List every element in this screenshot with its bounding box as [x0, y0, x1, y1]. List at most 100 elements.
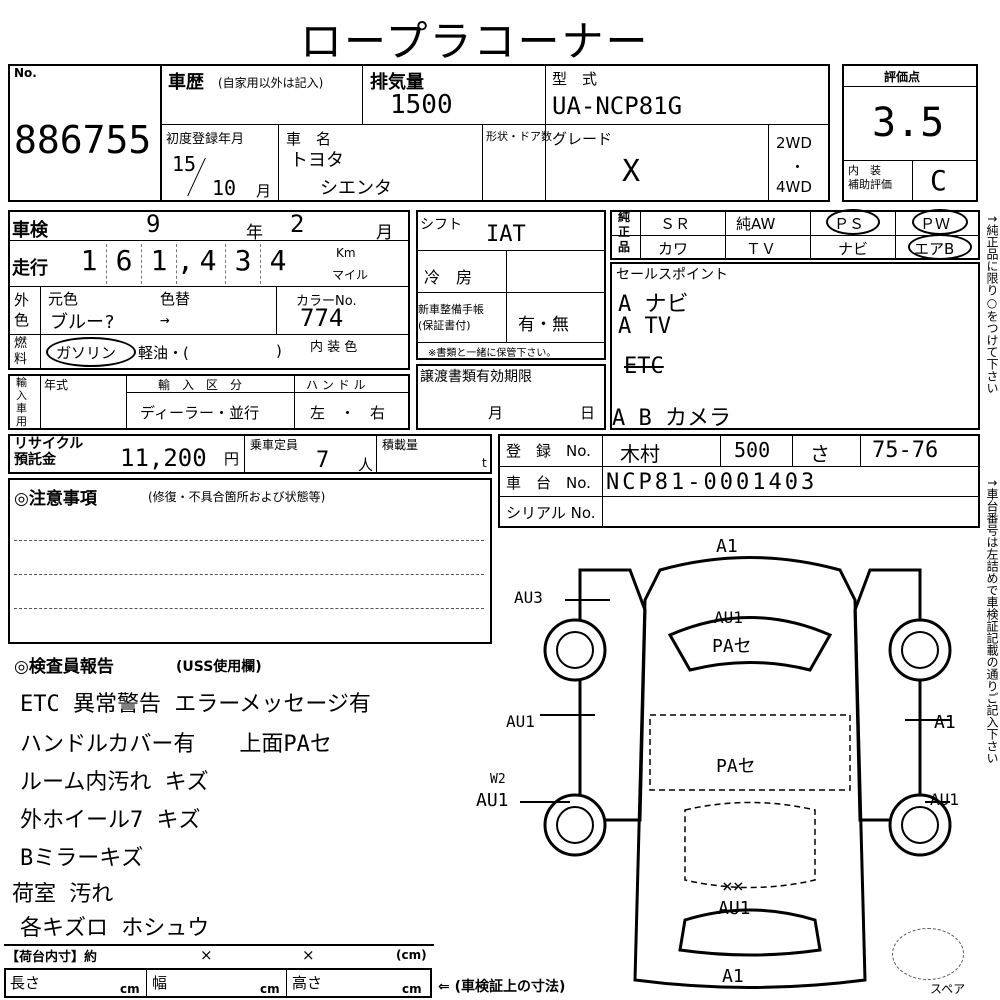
transfer-month: 月 — [488, 404, 504, 422]
import-handle-value: 左 ・ 右 — [310, 404, 386, 422]
diag-av1-left2: AU1 — [476, 790, 509, 811]
interior-color-label: 内 装 色 — [310, 340, 358, 355]
grade-value: X — [622, 154, 641, 189]
seats-label: 乗車定員 — [250, 438, 299, 452]
first-reg-year: 15 — [172, 152, 197, 176]
inspector-line: Bミラーキズ — [20, 846, 144, 871]
diag-av1-left: AU1 — [506, 712, 535, 731]
diag-xx: ×× — [722, 876, 744, 897]
color-orig-value: ブルー? — [50, 312, 115, 333]
mileage-digit: 1 — [142, 244, 177, 284]
diag-a1-bottom: A1 — [722, 966, 744, 987]
sales-item: A TV — [618, 314, 671, 339]
dims-length: 長さ — [10, 974, 41, 992]
serial-label: シリアル No. — [506, 504, 596, 522]
diag-au3: AU3 — [514, 588, 543, 607]
displacement-label: 排気量 — [370, 72, 424, 93]
dims-height-cm: cm — [402, 982, 422, 996]
diag-a1-right: A1 — [934, 712, 956, 733]
option-aw: 純AW — [736, 215, 776, 233]
option-ps-circle — [826, 209, 880, 235]
manual-note: ※書類と一緒に保管下さい。 — [428, 348, 557, 359]
mileage-digit: 4 — [269, 244, 287, 277]
shaken-year-unit: 年 — [246, 223, 263, 243]
inspector-line: 荷室 汚れ — [12, 882, 114, 907]
shift-frame — [416, 210, 606, 360]
score-box — [842, 64, 978, 202]
score-value: 3.5 — [872, 100, 945, 146]
diag-av1-right2: AU1 — [930, 790, 959, 809]
diag-w2: W2 — [490, 772, 506, 787]
mileage-unit-mile: マイル — [332, 268, 369, 282]
load-label: 積載量 — [382, 438, 419, 452]
notes-sub: (修復・不具合箇所および状態等) — [148, 490, 326, 504]
lot-number: 886755 — [14, 118, 152, 162]
model-value: UA-NCP81G — [552, 92, 683, 120]
transfer-day: 日 — [580, 404, 596, 422]
chassis-label: 車 台 No. — [506, 474, 591, 492]
mileage-digit: 3 — [226, 244, 261, 284]
sales-frame — [610, 262, 980, 430]
recycle-frame — [8, 434, 492, 474]
shaken-year: 9 — [146, 210, 161, 238]
color-side-label: 外 色 — [14, 291, 30, 329]
fuel-close: ) — [276, 342, 282, 360]
page-title: ロープラコーナー — [300, 17, 650, 66]
sales-item: A ナビ — [618, 292, 689, 317]
door-label: 形状・ドア数 — [486, 130, 552, 143]
inspector-line: ハンドルカバー有 上面PAセ — [20, 732, 332, 757]
recycle-label: リサイクル 預託金 — [14, 436, 84, 468]
inspector-line: 外ホイール7 キズ — [20, 808, 201, 833]
shaken-month-unit: 月 — [376, 223, 393, 243]
mileage-digits: 1 6 1 , 4 3 4 — [72, 244, 332, 284]
model-label: 型 式 — [552, 70, 598, 88]
mileage-digit: 4 — [191, 244, 226, 284]
car-maker: トヨタ — [290, 150, 344, 171]
manual-value: 有・無 — [518, 315, 569, 335]
dims-width: 幅 — [152, 974, 168, 992]
mileage-digit: , — [177, 244, 194, 277]
diag-av1-hood: AU1 — [714, 608, 743, 627]
spare-circle — [892, 928, 964, 980]
cargo-x2: × — [302, 946, 315, 964]
seats-unit: 人 — [358, 456, 374, 474]
import-side-label: 輸 入 車 用 — [16, 376, 27, 428]
aircon-label: 冷 房 — [424, 268, 473, 287]
import-kubun-label: 輸 入 区 分 — [158, 378, 243, 392]
car-name-label: 車 名 — [286, 130, 332, 148]
fuel-gasoline: ガソリン — [56, 344, 117, 362]
inspector-line: 各キズロ ホシュウ — [20, 916, 210, 941]
dims-length-cm: cm — [120, 982, 140, 996]
fuel-rest: 軽油・( — [138, 344, 189, 362]
cargo-x1: × — [200, 946, 213, 964]
notes-label: ◎注意事項 — [14, 489, 97, 509]
dims-height: 高さ — [292, 974, 323, 992]
drive-2wd: 2WD — [776, 134, 812, 152]
first-reg-label: 初度登録年月 — [166, 132, 245, 147]
option-tv: ＴＶ — [746, 240, 777, 258]
option-pw-circle — [912, 209, 968, 235]
seats-value: 7 — [316, 448, 330, 473]
shift-value: IAT — [486, 222, 526, 247]
import-year-label: 年式 — [44, 378, 69, 392]
color-code-label: カラーNo. — [296, 294, 357, 309]
chassis-value: NCP81-0001403 — [606, 470, 818, 495]
transfer-label: 譲渡書類有効期限 — [420, 369, 532, 385]
option-airbag-circle — [908, 234, 972, 260]
cargo-unit: (cm) — [396, 948, 427, 962]
car-diagram — [520, 556, 952, 989]
gasoline-circle — [46, 337, 136, 367]
import-handle-label: ハ ン ド ル — [306, 378, 366, 392]
mileage-digit: 6 — [107, 244, 142, 284]
shaken-frame — [8, 210, 410, 370]
interior-label: 内 装 補助評価 — [848, 164, 892, 191]
color-code-value: 774 — [300, 304, 344, 332]
import-frame — [8, 374, 410, 430]
registration-kana: さ — [810, 442, 830, 466]
mileage-label: 走行 — [12, 258, 48, 279]
registration-class: 500 — [734, 438, 771, 462]
drive-4wd: 4WD — [776, 178, 812, 196]
transfer-frame — [416, 364, 606, 430]
option-leather: カワ — [658, 240, 689, 258]
import-kubun-value: ディーラー・並行 — [140, 404, 259, 422]
